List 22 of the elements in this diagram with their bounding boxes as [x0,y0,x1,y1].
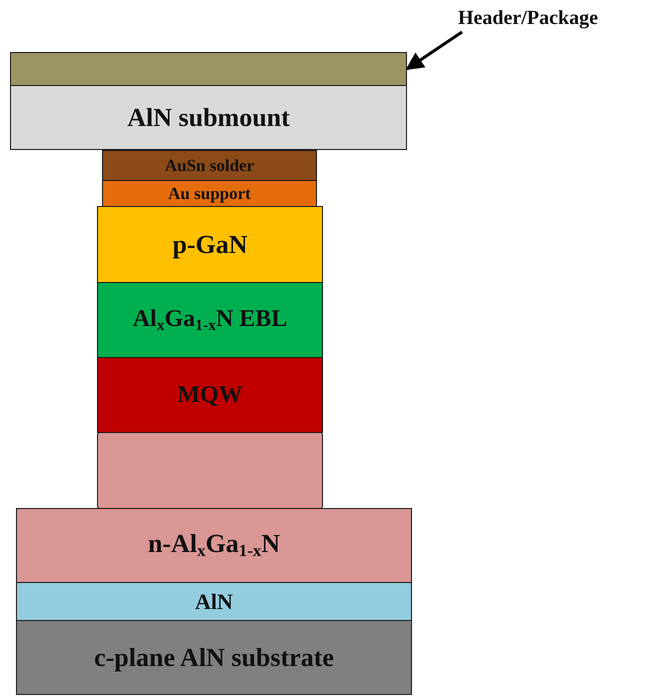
layer-label: MQW [177,382,243,408]
layer-label: p-GaN [172,230,248,260]
layer-label: AlN [195,588,233,614]
support-layer [102,180,317,207]
semiconductor-layer [16,508,412,583]
submount-layer [10,85,407,150]
blocking-layer [97,282,323,358]
package-bar [10,52,407,86]
solder-layer [102,150,317,181]
layer-label: AlN submount [127,102,290,132]
layer-label: n-Al$_{x}$Ga$_{1-x}$N [148,529,280,562]
layer-label: AuSn solder [164,156,254,176]
quantum-well-layer [97,357,323,433]
layer-label: c-plane AlN substrate [94,642,334,672]
substrate-layer [16,620,412,695]
arrow [406,30,463,70]
buffer-layer [16,582,412,621]
mesa-layer [97,432,323,509]
layer-label: Al$_{x}$Ga$_{1-x}$N EBL [132,306,288,334]
layer-label: Au support [168,184,251,204]
semiconductor-layer [97,206,323,283]
callout-label: Header/Package [458,6,598,30]
